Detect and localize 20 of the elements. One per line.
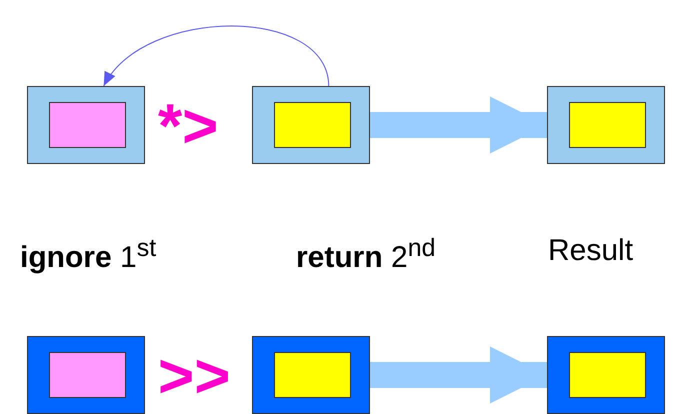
inner-box bbox=[569, 102, 646, 148]
inner-box bbox=[274, 102, 351, 148]
operator-symbol: >> bbox=[158, 346, 230, 408]
outer-box bbox=[252, 336, 370, 414]
arrow bbox=[103, 26, 330, 86]
caption-text: return 2$^{nd}$ bbox=[296, 236, 436, 273]
outer-box bbox=[547, 86, 665, 164]
operator-symbol: *> bbox=[158, 96, 218, 158]
outer-box bbox=[27, 86, 145, 164]
inner-box bbox=[49, 352, 126, 398]
inner-box bbox=[569, 352, 646, 398]
inner-box bbox=[274, 352, 351, 398]
outer-box bbox=[252, 86, 370, 164]
outer-box bbox=[27, 336, 145, 414]
arrow bbox=[370, 96, 547, 154]
inner-box bbox=[49, 102, 126, 148]
caption-text: Result bbox=[548, 236, 634, 266]
caption-text: ignore 1$^{st}$ bbox=[20, 236, 156, 273]
outer-box bbox=[547, 336, 665, 414]
arrow bbox=[370, 346, 547, 404]
